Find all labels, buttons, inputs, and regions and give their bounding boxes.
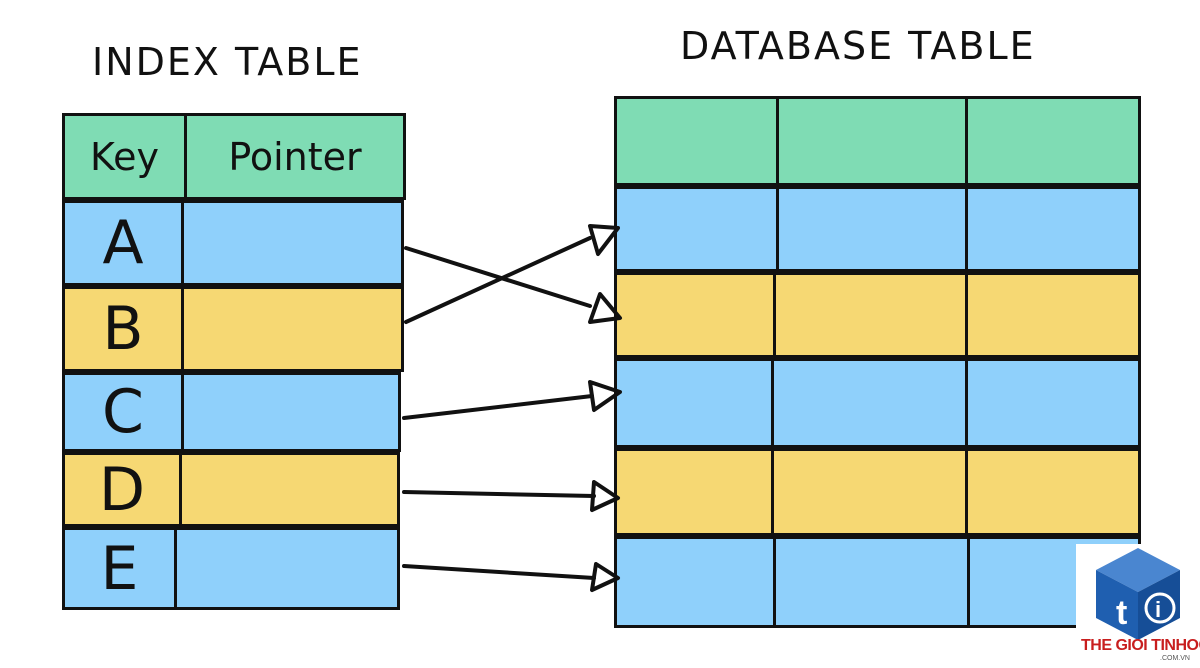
index-key-cell: A	[62, 200, 184, 286]
svg-text:t: t	[1116, 594, 1127, 632]
arrow-c	[402, 394, 594, 420]
db-cell	[614, 536, 776, 628]
arrowhead-c	[588, 380, 622, 412]
arrowhead-d	[590, 480, 620, 512]
index-pointer-cell	[181, 372, 401, 452]
cube-logo-icon: t i	[1096, 548, 1180, 640]
watermark-brand: THE GIOI TINHOC	[1081, 637, 1200, 654]
arrow-d	[402, 490, 596, 498]
db-cell	[771, 358, 968, 448]
watermark: t i	[1076, 544, 1200, 668]
db-cell	[965, 186, 1141, 272]
db-header-cell	[614, 96, 779, 186]
arrowhead-b	[588, 224, 620, 256]
index-table-title: INDEX TABLE	[92, 40, 363, 84]
index-header-key: Key	[62, 113, 187, 200]
index-header-pointer: Pointer	[184, 113, 406, 200]
index-key-cell: D	[62, 452, 182, 527]
index-pointer-cell	[179, 452, 400, 527]
arrow-b	[404, 236, 592, 324]
watermark-domain: .COM.VN	[1160, 655, 1190, 662]
index-pointer-cell	[174, 527, 400, 610]
db-cell	[771, 448, 968, 536]
database-table-title: DATABASE TABLE	[680, 24, 1036, 68]
arrow-e	[402, 564, 596, 580]
index-key-cell: B	[62, 286, 184, 372]
arrow-a	[404, 246, 592, 308]
db-header-cell	[965, 96, 1141, 186]
svg-text:i: i	[1155, 597, 1161, 622]
index-key-cell: E	[62, 527, 177, 610]
db-cell	[773, 272, 968, 358]
index-key-cell: C	[62, 372, 184, 452]
db-cell	[614, 358, 774, 448]
arrowhead-e	[590, 562, 620, 592]
arrowhead-a	[588, 292, 622, 324]
index-pointer-cell	[181, 286, 404, 372]
db-cell	[965, 358, 1141, 448]
db-cell	[773, 536, 970, 628]
index-pointer-cell	[181, 200, 404, 286]
db-cell	[965, 448, 1141, 536]
db-header-cell	[776, 96, 968, 186]
db-cell	[965, 272, 1141, 358]
db-cell	[776, 186, 968, 272]
